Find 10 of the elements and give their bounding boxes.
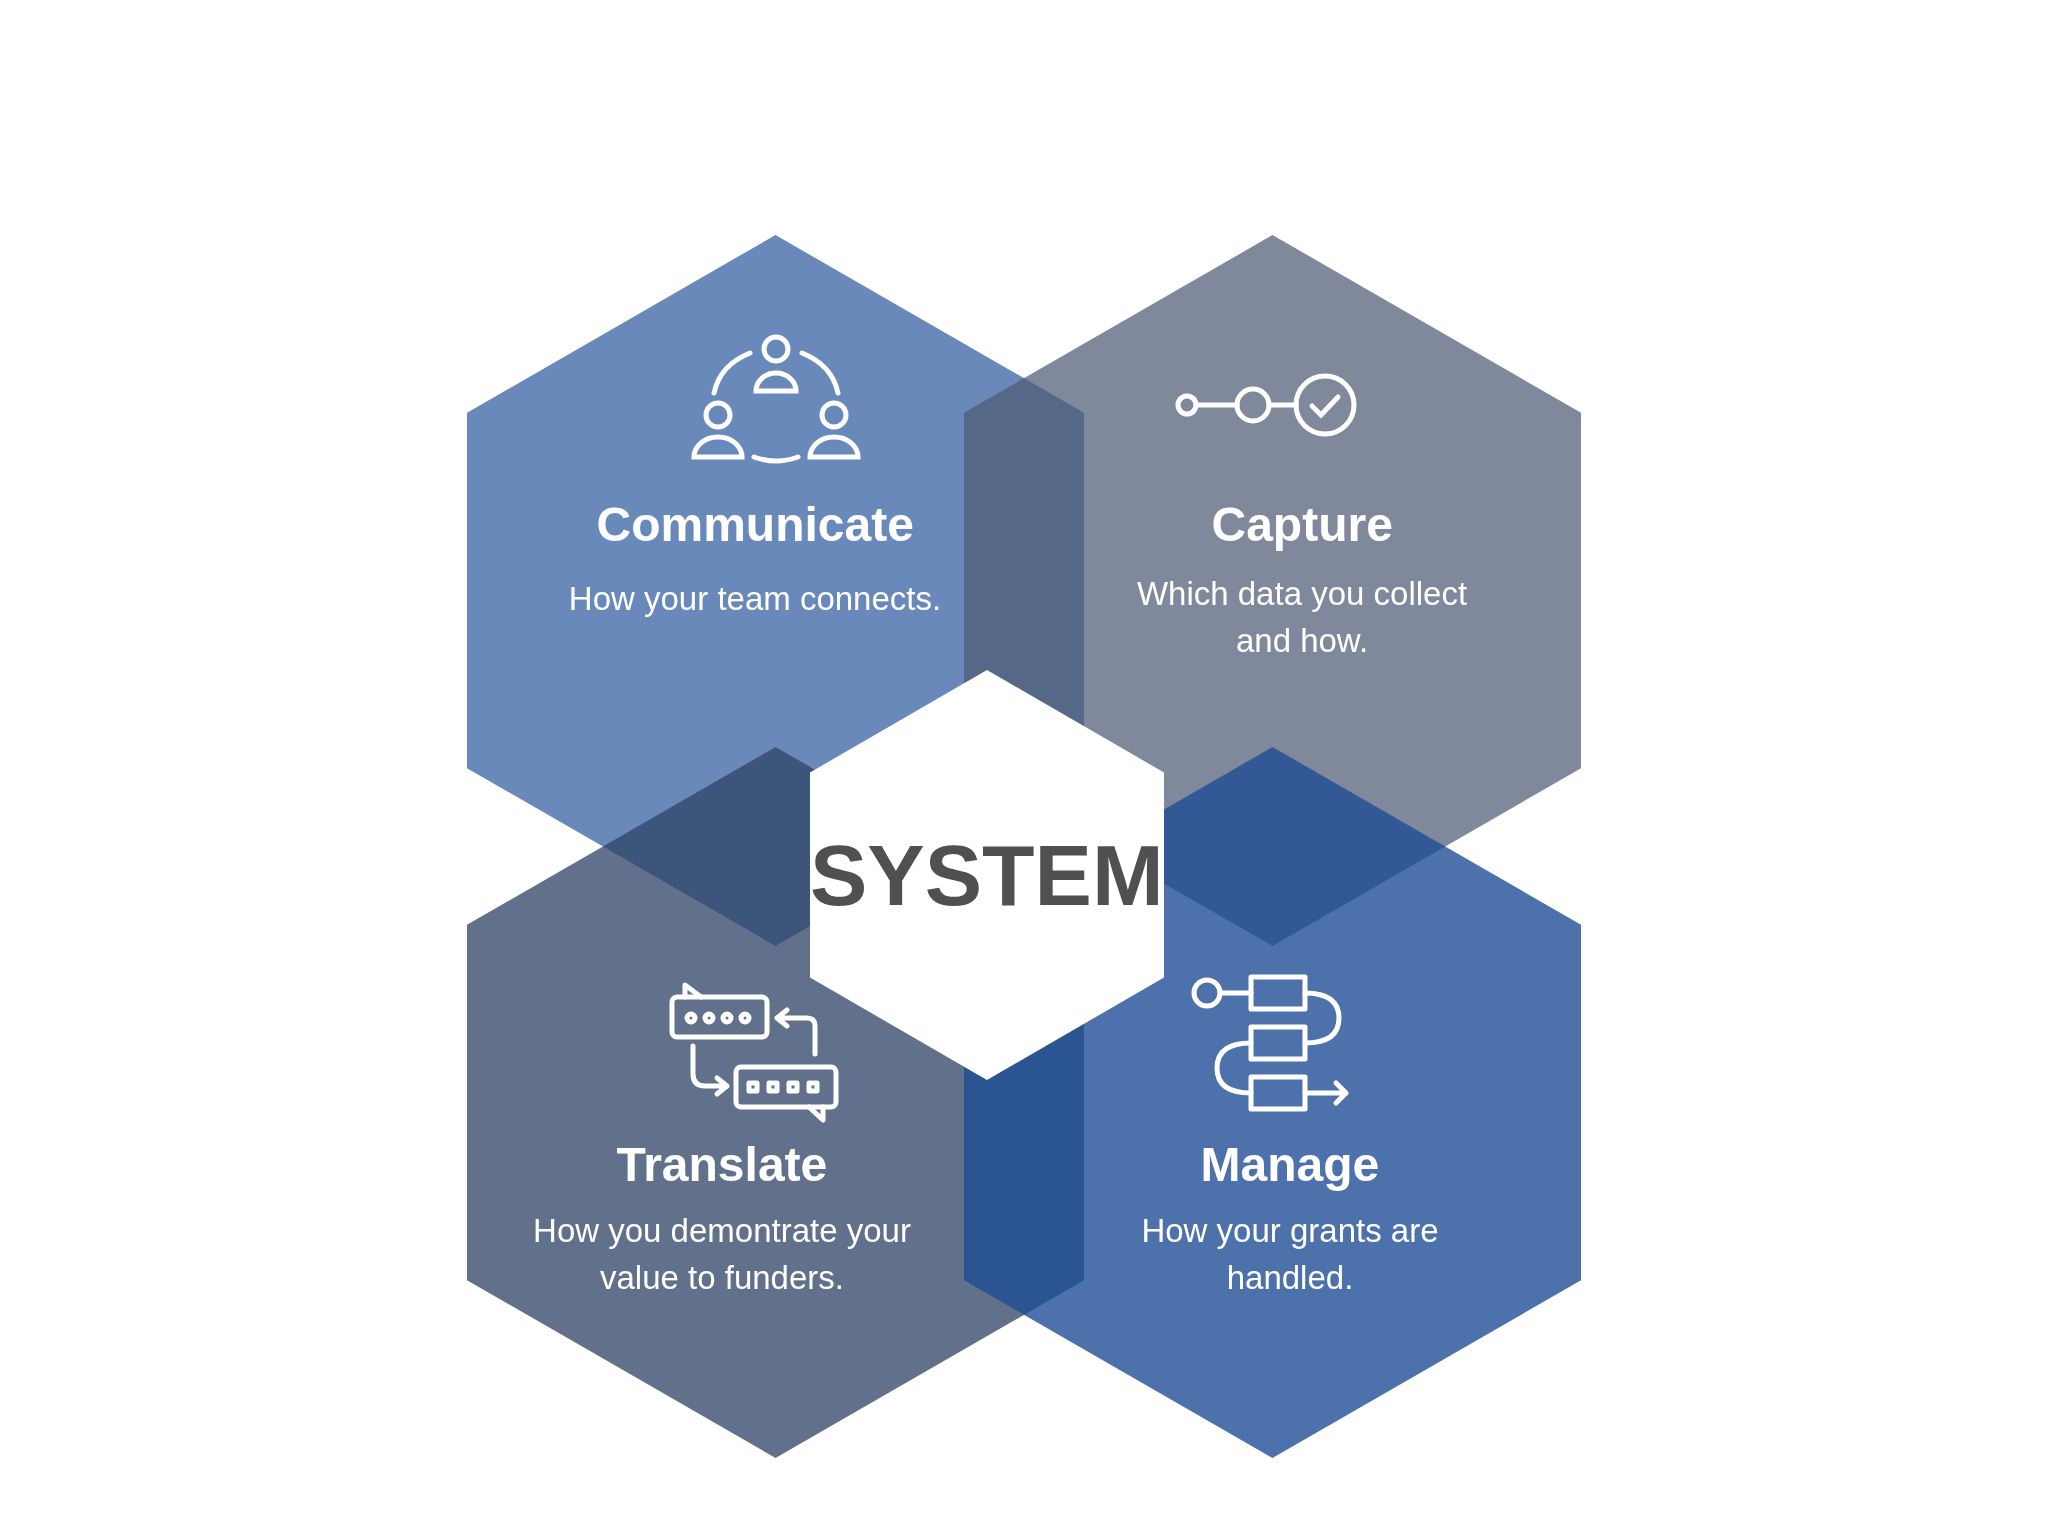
description: Which data you collect and how. <box>1135 574 1469 661</box>
description: How your grants are handled. <box>1140 1211 1440 1298</box>
heading: Communicate <box>596 497 914 552</box>
heading: Capture <box>1211 497 1393 552</box>
description: How you demontrate your value to funders. <box>532 1211 912 1298</box>
hexagon-tile <box>810 670 1164 1080</box>
heading: Manage <box>1200 1137 1380 1192</box>
center-label: SYSTEM <box>810 825 1164 925</box>
heading: Translate <box>616 1137 828 1192</box>
description: How your team connects. <box>567 579 943 619</box>
